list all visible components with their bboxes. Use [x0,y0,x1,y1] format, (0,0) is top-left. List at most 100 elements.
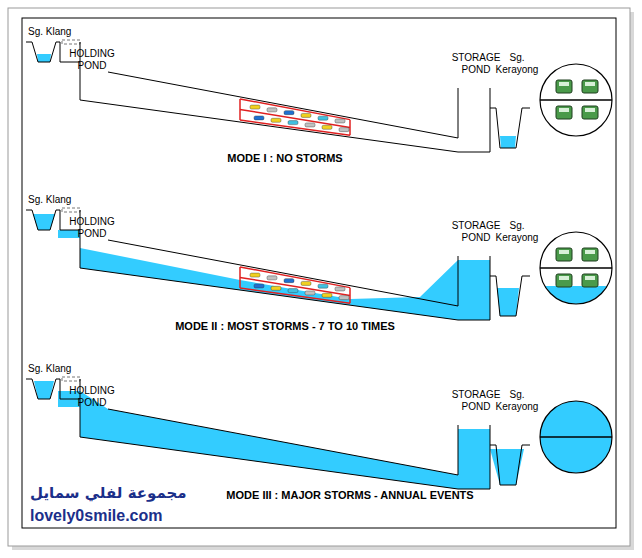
car [305,123,315,127]
section-deck [540,99,612,101]
river-channel [26,42,60,62]
car-icon [582,106,598,119]
car-window [585,82,595,86]
pond-label: HOLDING POND [66,385,118,409]
storage-pond [458,88,490,152]
car [318,116,328,120]
pond-water [58,230,80,238]
car [271,118,281,122]
tunnel-invert [80,268,458,320]
car-icon [556,248,572,261]
car [254,284,264,288]
river-channel [26,379,60,399]
tunnel-section [540,401,612,473]
tunnel-invert [80,437,458,489]
river-label: Sg. Klang [28,363,78,375]
car [250,273,260,277]
panel [26,208,614,320]
mode-title: MODE III : MAJOR STORMS - ANNUAL EVENTS [180,489,520,502]
river-channel [490,276,530,316]
river-channel [490,445,530,485]
motorway-deck [240,267,350,288]
circle-water [540,401,612,473]
holding-pond-roof [62,377,80,381]
frame-shadow [12,12,634,550]
motorway-deck [240,109,350,127]
car [267,276,277,280]
river-label: Sg. Kerayong [493,52,541,76]
river-water [500,136,516,148]
river-water [37,54,51,62]
storage-pond [458,88,459,138]
river-channel [490,108,530,148]
motorway-deck [240,99,350,120]
mode-title: MODE II : MOST STORMS - 7 TO 10 TIMES [115,320,455,333]
river-label: Sg. Kerayong [493,389,541,413]
tunnel-water [58,391,490,489]
car [305,291,315,295]
circle-water [538,286,614,306]
car [284,111,294,115]
storage-pond [458,256,459,306]
river-label: Sg. Kerayong [493,220,541,244]
mode-title: MODE I : NO STORMS [115,152,455,165]
car-window [585,250,595,254]
tunnel-section [540,64,612,136]
car-icon [582,248,598,261]
car [335,287,345,291]
car [318,284,328,288]
motorway-deck [240,277,350,295]
car-window [559,276,569,280]
section-deck [540,436,612,438]
car [335,119,345,123]
car-window [559,250,569,254]
watermark: lovely0smile.com [30,506,200,525]
car [301,281,311,285]
car-icon [582,274,598,287]
pond-label: HOLDING POND [66,216,118,240]
car [267,108,277,112]
storage-pond [458,425,459,475]
car [271,286,281,290]
frame-inner [22,18,616,528]
storage-pond [458,425,490,489]
car-window [585,108,595,112]
motorway-deck [240,288,350,303]
car-icon [582,80,598,93]
watermark: مجموعة لفلي سمايل [30,484,200,502]
car-icon [556,274,572,287]
tunnel-section [540,232,612,304]
panel [26,377,612,489]
tunnel-invert [80,100,458,152]
river-water [33,214,55,230]
holding-pond-roof [62,40,80,44]
car-icon [556,106,572,119]
section-deck [540,267,612,269]
holding-pond-roof [62,208,80,212]
tunnel-water [80,248,490,320]
car-icon [556,80,572,93]
car [301,113,311,117]
panel [26,40,612,152]
car [322,293,332,297]
car-window [559,82,569,86]
car-window [559,108,569,112]
car [254,116,264,120]
frame-outer [8,8,630,546]
storage-pond [458,256,490,320]
car [284,279,294,283]
motorway-deck [240,120,350,135]
river-water [497,288,519,316]
car [322,125,332,129]
pond-label: HOLDING POND [66,48,118,72]
car [250,105,260,109]
car [339,296,349,300]
car [288,121,298,125]
car [288,289,298,293]
river-label: Sg. Klang [28,194,78,206]
river-label: Sg. Klang [28,26,78,38]
car [339,128,349,132]
river-channel [26,210,60,230]
